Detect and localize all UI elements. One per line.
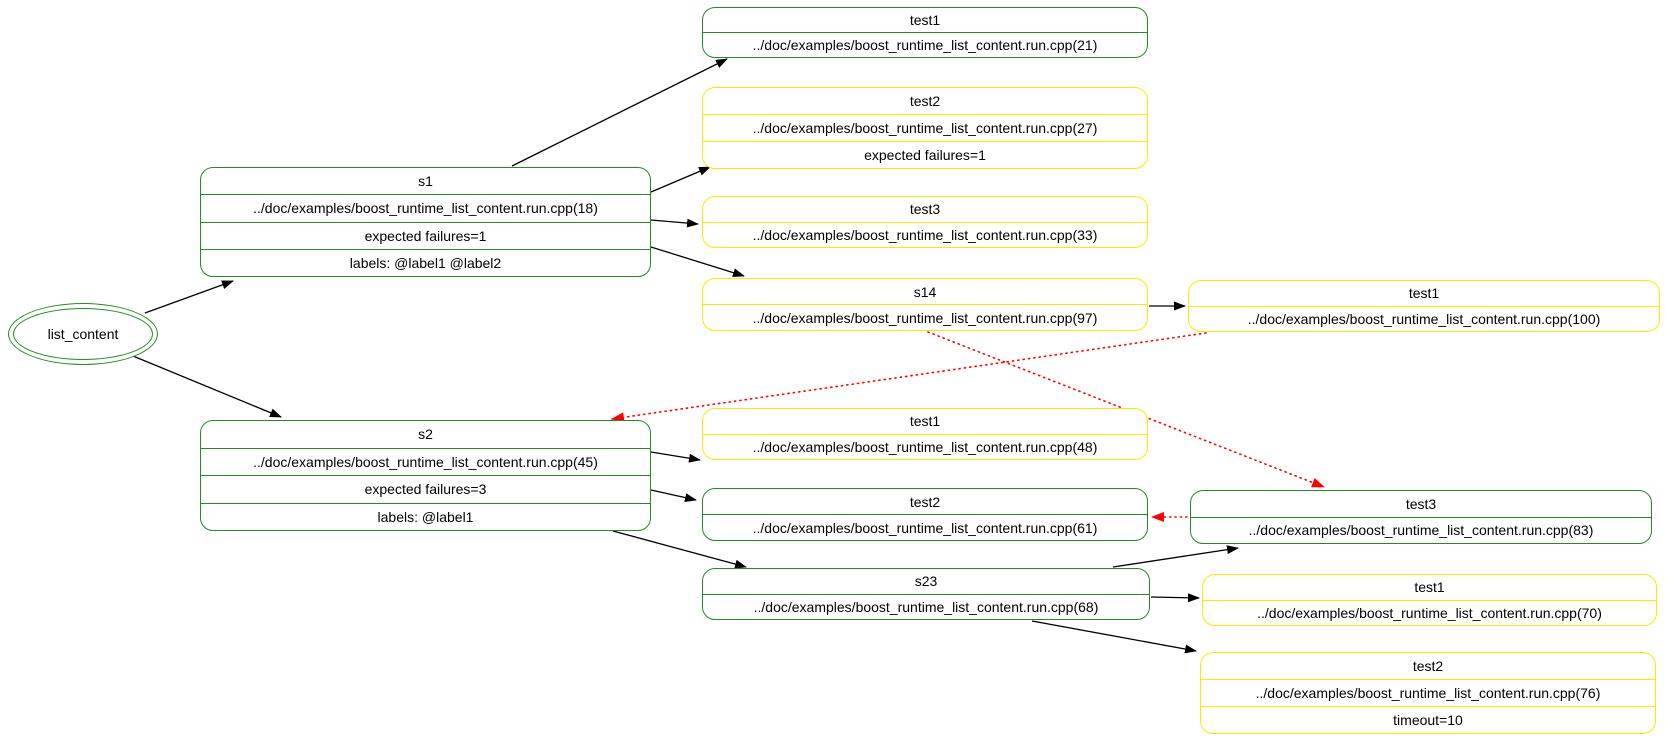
node-title: test1 [1414,579,1445,596]
node-test3-33: test3 ../doc/examples/boost_runtime_list… [702,196,1148,248]
node-test2-61: test2 ../doc/examples/boost_runtime_list… [702,488,1148,541]
edge-s2-to-test2-61 [650,489,697,503]
node-test1-48: test1 ../doc/examples/boost_runtime_list… [702,408,1148,460]
node-test1-21: test1 ../doc/examples/boost_runtime_list… [702,7,1148,58]
node-test2-76: test2 ../doc/examples/boost_runtime_list… [1200,652,1656,734]
node-s23: s23 ../doc/examples/boost_runtime_list_c… [702,568,1150,620]
node-attribute: expected failures=1 [201,221,650,249]
node-file-path: ../doc/examples/boost_runtime_list_conte… [703,593,1149,620]
node-file-path: ../doc/examples/boost_runtime_list_conte… [201,447,650,476]
dependency-edge-s14-to-test3-83 [927,331,1325,488]
root-node-list-content: list_content [8,303,158,365]
node-title: test3 [909,201,941,218]
node-file-path: ../doc/examples/boost_runtime_list_conte… [1191,516,1651,544]
node-file-path: ../doc/examples/boost_runtime_list_conte… [1203,599,1656,626]
node-title: test2 [909,93,941,109]
node-attribute: labels: @label1 [201,502,650,531]
node-file-path: ../doc/examples/boost_runtime_list_conte… [703,514,1147,540]
node-s1: s1 ../doc/examples/boost_runtime_list_co… [200,167,651,277]
edge-s23-to-test2-76 [1031,620,1197,654]
edge-s2-to-s23 [612,530,747,569]
node-title: test1 [909,12,941,28]
edge-s1-to-test1-21 [511,58,728,167]
node-attribute: expected failures=1 [703,141,1147,168]
node-title: s23 [914,573,938,590]
node-s14: s14 ../doc/examples/boost_runtime_list_c… [702,278,1148,331]
node-title: test2 [1412,658,1444,674]
node-file-path: ../doc/examples/boost_runtime_list_conte… [201,194,650,221]
edge-s23-to-test1-70 [1150,593,1200,603]
dependency-edge-test1-100-to-s2 [611,332,1207,423]
edge-list-content-to-s2 [132,355,282,418]
node-file-path: ../doc/examples/boost_runtime_list_conte… [703,433,1147,460]
edge-s23-to-test3-83 [1112,545,1239,568]
node-title: s1 [418,173,433,190]
node-file-path: ../doc/examples/boost_runtime_list_conte… [1201,679,1655,706]
node-test1-100: test1 ../doc/examples/boost_runtime_list… [1188,280,1660,332]
node-file-path: ../doc/examples/boost_runtime_list_conte… [1189,305,1659,332]
edge-s1-to-test3-33 [650,218,699,228]
edge-s2-to-test1-48 [650,451,701,463]
node-file-path: ../doc/examples/boost_runtime_list_conte… [703,114,1147,141]
node-title: test1 [909,413,941,430]
node-s2: s2 ../doc/examples/boost_runtime_list_co… [200,420,651,531]
node-title: test3 [1405,495,1437,512]
edge-s1-to-test2-27 [650,166,711,193]
edge-list-content-to-s1 [144,280,234,314]
node-test3-83: test3 ../doc/examples/boost_runtime_list… [1190,490,1652,544]
node-title: s14 [913,283,937,300]
node-test2-27: test2 ../doc/examples/boost_runtime_list… [702,87,1148,169]
node-attribute: timeout=10 [1201,706,1655,733]
node-file-path: ../doc/examples/boost_runtime_list_conte… [703,304,1147,330]
node-file-path: ../doc/examples/boost_runtime_list_conte… [703,221,1147,248]
node-title: test1 [1408,285,1440,302]
root-node-label: list_content [47,326,119,342]
node-title: test2 [909,493,941,510]
node-attribute: expected failures=3 [201,475,650,503]
node-title: s2 [418,426,433,443]
node-attribute: labels: @label1 @label2 [201,248,650,276]
edge-s1-to-s14 [650,246,745,278]
node-test1-70: test1 ../doc/examples/boost_runtime_list… [1202,574,1657,626]
root-node-inner-ring: list_content [13,308,153,360]
node-file-path: ../doc/examples/boost_runtime_list_conte… [703,32,1147,57]
